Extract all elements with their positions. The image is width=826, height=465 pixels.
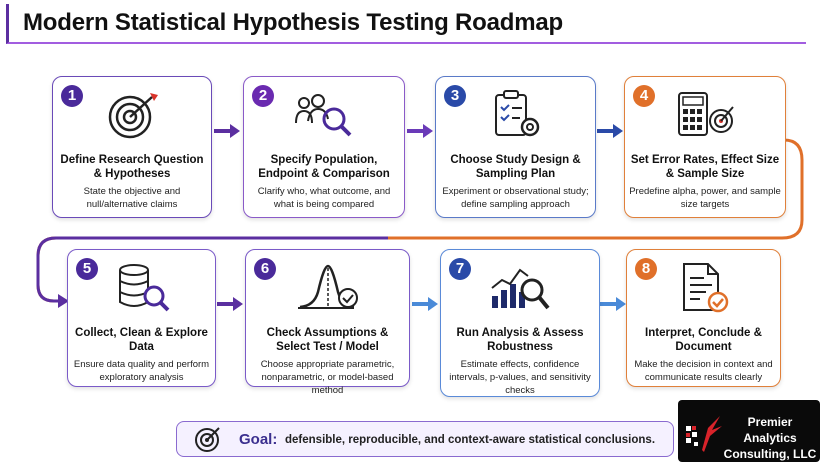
arrow-1-to-2 [214, 124, 240, 138]
target-icon [195, 427, 220, 452]
step-title: Collect, Clean & Explore Data [75, 327, 208, 353]
step-card-3: 3 Choose Study Design & Sampling Plan Ex… [435, 76, 596, 218]
step-card-2: 2 Specify Population, Endpoint & Compari… [243, 76, 405, 218]
header-banner: Modern Statistical Hypothesis Testing Ro… [6, 4, 806, 44]
arrow-2-to-3 [407, 124, 433, 138]
step-number: 1 [61, 85, 83, 107]
logo-text: Premier Analytics Consulting, LLC [722, 414, 818, 462]
step-description: Estimate effects, confidence intervals, … [449, 359, 591, 396]
goal-text: defensible, reproducible, and context-aw… [285, 434, 656, 446]
step-description: Make the decision in context and communi… [634, 359, 773, 383]
logo-line-2: Consulting, LLC [723, 447, 817, 461]
step-description: Ensure data quality and perform explorat… [73, 359, 210, 383]
page-title: Modern Statistical Hypothesis Testing Ro… [23, 9, 563, 36]
goal-label: Goal: [239, 431, 278, 448]
step-title: Interpret, Conclude & Document [645, 327, 762, 353]
step-description: Clarify who, what outcome, and what is b… [257, 186, 391, 210]
clipboard-gear-icon [494, 90, 539, 137]
arrow-3-to-4 [597, 124, 623, 138]
step-title: Define Research Question & Hypotheses [60, 154, 204, 180]
step-title: Specify Population, Endpoint & Compariso… [258, 154, 390, 180]
arrow-5-to-6 [217, 297, 243, 311]
step-number: 3 [444, 85, 466, 107]
arrow-7-to-8 [600, 297, 626, 311]
step-title: Set Error Rates, Effect Size & Sample Si… [630, 154, 780, 180]
step-number: 8 [635, 258, 657, 280]
database-magnifier-icon [118, 264, 169, 312]
step-number: 4 [633, 85, 655, 107]
document-check-icon [682, 263, 728, 313]
step-title: Choose Study Design & Sampling Plan [450, 154, 581, 180]
company-logo: Premier Analytics Consulting, LLC [678, 400, 820, 462]
logo-line-1: Premier Analytics [743, 415, 797, 445]
calculator-target-icon [678, 92, 734, 136]
bell-curve-check-icon [297, 264, 358, 309]
step-title: Check Assumptions & Select Test / Model [266, 327, 389, 353]
step-number: 5 [76, 258, 98, 280]
target-icon [108, 93, 158, 139]
step-card-4: 4 Set Error Rates, Effect Size & Sample … [624, 76, 786, 218]
bar-chart-magnifier-icon [491, 268, 550, 310]
step-card-6: 6 Check Assumptions & Select Test / Mode… [245, 249, 410, 396]
step-description: Choose appropriate parametric, nonparame… [260, 359, 395, 396]
step-number: 7 [449, 258, 471, 280]
row-connector-4-to-5 [36, 138, 804, 308]
bird-logo-icon [686, 416, 722, 452]
goal-banner: Goal: defensible, reproducible, and cont… [176, 421, 674, 457]
step-card-1: 1 Define Research Question & Hypotheses … [52, 76, 212, 218]
step-description: State the objective and null/alternative… [83, 186, 181, 210]
people-magnifier-icon [295, 94, 352, 137]
step-number: 6 [254, 258, 276, 280]
step-title: Run Analysis & Assess Robustness [456, 327, 584, 353]
step-description: Predefine alpha, power, and sample size … [629, 186, 781, 210]
step-card-5: 5 Collect, Clean & Explore Data Ensure d… [67, 249, 216, 387]
step-number: 2 [252, 85, 274, 107]
arrow-6-to-7 [412, 297, 438, 311]
step-description: Experiment or observational study; defin… [442, 186, 589, 210]
step-card-7: 7 Run Analysis & Assess Robustness Estim… [440, 249, 600, 397]
step-card-8: 8 Interpret, Conclude & Document Make th… [626, 249, 781, 387]
